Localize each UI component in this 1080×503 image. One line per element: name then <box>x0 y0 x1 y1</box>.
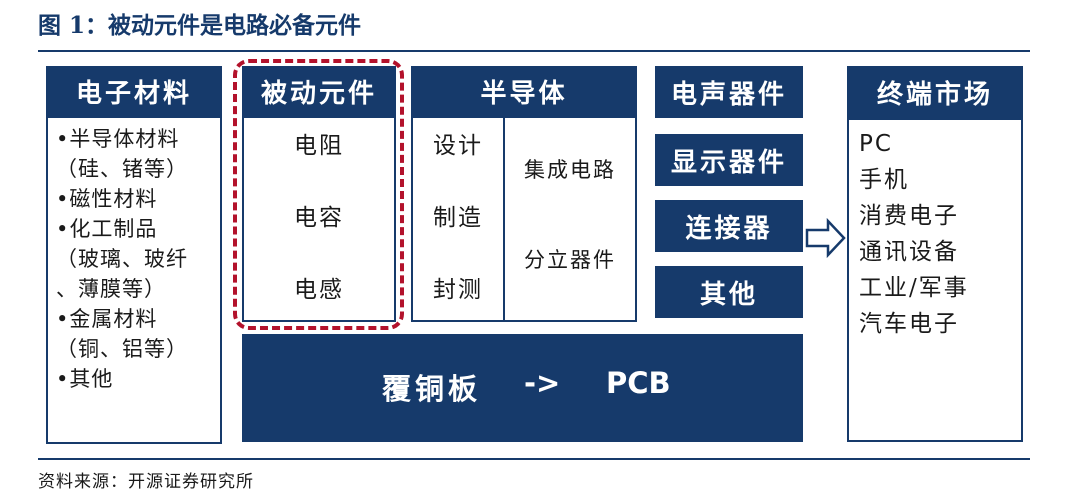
electronic-materials-item: 、薄膜等） <box>56 277 166 301</box>
manufacturing-label: 制造 <box>433 205 483 231</box>
passive-components-header: 被动元件 <box>242 66 396 116</box>
top-rule <box>38 50 1030 52</box>
electronic-materials-item: •磁性材料 <box>56 187 158 211</box>
capacitor-label: 电容 <box>294 205 344 231</box>
packaging-testing-label: 封测 <box>433 277 483 303</box>
ccl-pcb-bar: 覆铜板 -> PCB <box>242 334 803 442</box>
terminal-market-item: 消费电子 <box>859 203 959 229</box>
bottom-rule <box>38 458 1030 460</box>
electronic-materials-item: （硅、锗等） <box>56 157 188 181</box>
pcb-label: PCB <box>606 366 671 400</box>
electroacoustic-device-box: 电声器件 <box>655 66 803 118</box>
integrated-circuit-label: 集成电路 <box>524 158 616 182</box>
terminal-market-item: 通讯设备 <box>859 239 959 265</box>
semiconductor-header: 半导体 <box>411 66 637 116</box>
terminal-market-item: 工业/军事 <box>859 275 969 301</box>
display-device-box: 显示器件 <box>655 134 803 186</box>
electronic-materials-item: •化工制品 <box>56 217 158 241</box>
ccl-label: 覆铜板 <box>382 372 482 406</box>
electronic-materials-item: •金属材料 <box>56 307 158 331</box>
discrete-device-label: 分立器件 <box>524 248 616 272</box>
electronic-materials-item: •其他 <box>56 367 114 391</box>
terminal-market-item: 汽车电子 <box>859 311 959 337</box>
source-note: 资料来源：开源证券研究所 <box>38 472 254 492</box>
design-label: 设计 <box>433 133 483 159</box>
figure-title: 图 1：被动元件是电路必备元件 <box>38 12 362 39</box>
semiconductor-divider <box>503 118 505 320</box>
passive-components-panel: 电阻 电容 电感 <box>242 116 396 322</box>
terminal-market-panel: PC 手机 消费电子 通讯设备 工业/军事 汽车电子 <box>847 118 1023 442</box>
terminal-market-item: 手机 <box>859 167 909 193</box>
electronic-materials-item: （铜、铝等） <box>56 337 188 361</box>
connector-box: 连接器 <box>655 200 803 252</box>
electronic-materials-panel: •半导体材料 （硅、锗等） •磁性材料 •化工制品 （玻璃、玻纤 、薄膜等） •… <box>46 116 222 444</box>
terminal-market-header: 终端市场 <box>847 66 1023 118</box>
terminal-market-item: PC <box>859 131 893 157</box>
electronic-materials-item: •半导体材料 <box>56 127 180 151</box>
electronic-materials-item: （玻璃、玻纤 <box>56 247 188 271</box>
others-box: 其他 <box>655 266 803 318</box>
semiconductor-panel: 设计 制造 封测 集成电路 分立器件 <box>411 116 637 322</box>
ccl-arrow-text: -> <box>524 366 561 400</box>
electronic-materials-header: 电子材料 <box>46 66 222 116</box>
highlight-dashed-border <box>233 59 404 330</box>
resistor-label: 电阻 <box>294 133 344 159</box>
inductor-label: 电感 <box>294 277 344 303</box>
flow-arrow-icon <box>805 217 846 259</box>
